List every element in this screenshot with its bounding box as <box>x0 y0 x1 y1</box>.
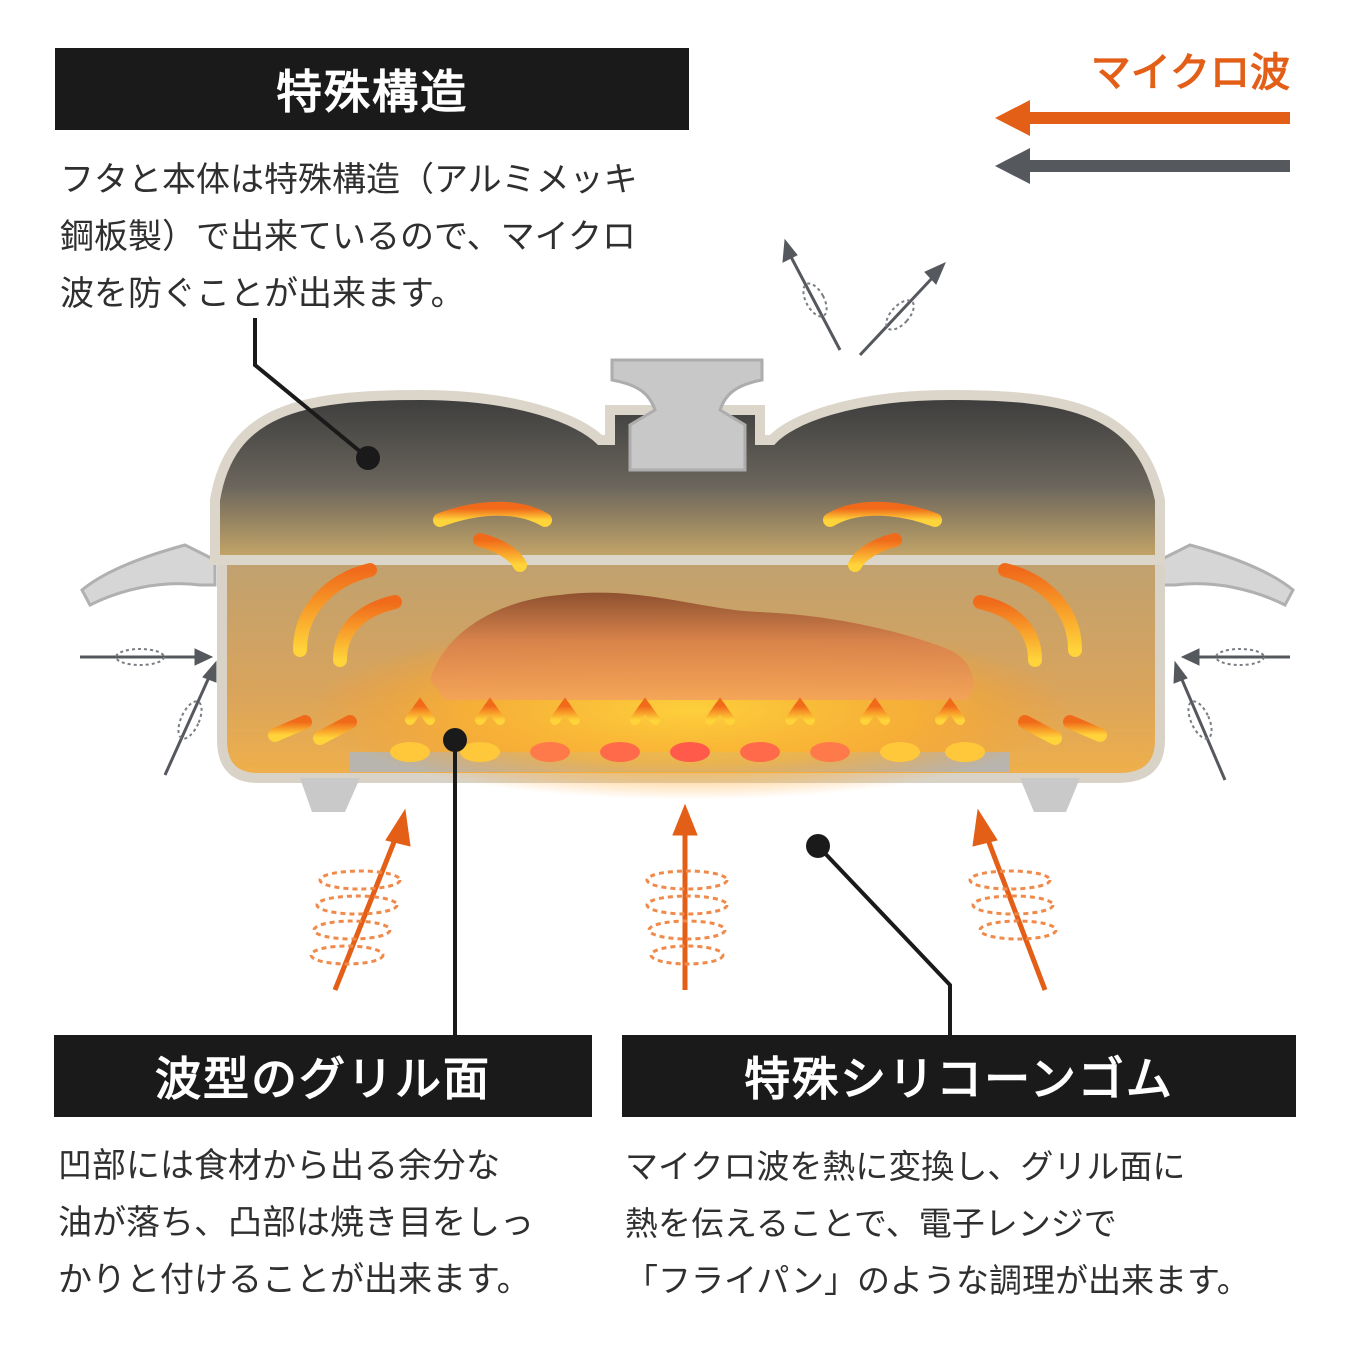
silicone-line-3: 「フライパン」のような調理が出来ます。 <box>625 1261 1250 1300</box>
grilled-fish <box>430 592 974 700</box>
left-handle <box>80 543 217 607</box>
legend-microwave-arrow <box>995 100 1290 136</box>
silicone-description: マイクロ波を熱に変換し、グリル面に 熱を伝えることで、電子レンジで 「フライパン… <box>625 1138 1250 1309</box>
callout-lid <box>253 318 380 470</box>
right-foot <box>1020 778 1080 812</box>
wave-grill-description: 凹部には食材から出る余分な 油が落ち、凸部は焼き目をしっ かりと付けることが出来… <box>58 1138 534 1309</box>
silicone-line-1: マイクロ波を熱に変換し、グリル面に <box>625 1147 1186 1186</box>
special-structure-line-3: 波を防ぐことが出来ます。 <box>60 274 465 314</box>
left-foot <box>300 778 360 812</box>
heat-arrows-upward <box>405 697 965 747</box>
wave-grill-line-3: かりと付けることが出来ます。 <box>58 1260 531 1300</box>
wave-grill-line-2: 油が落ち、凸部は焼き目をしっ <box>58 1203 534 1243</box>
legend-blocked-arrow <box>995 148 1290 184</box>
callout-silicone <box>806 834 952 1035</box>
wave-grill-title: 波型のグリル面 <box>54 1035 592 1117</box>
right-handle <box>1158 543 1295 607</box>
special-structure-title: 特殊構造 <box>55 48 689 130</box>
lid-knob <box>610 358 764 472</box>
microwave-wave-coils <box>309 869 1058 966</box>
legend-microwave-label: マイクロ波 <box>1090 50 1290 96</box>
silicone-title: 特殊シリコーンゴム <box>622 1035 1296 1117</box>
special-structure-line-1: フタと本体は特殊構造（アルミメッキ <box>60 160 638 200</box>
blocked-wave-arrows <box>80 238 1290 781</box>
blocked-wave-coils <box>115 282 1265 740</box>
microwave-arrows <box>332 803 1048 991</box>
wave-grill-line-1: 凹部には食材から出る余分な <box>58 1146 500 1186</box>
special-structure-line-2: 鋼板製）で出来ているので、マイクロ <box>60 217 636 257</box>
wave-grill-surface <box>390 742 985 762</box>
special-structure-description: フタと本体は特殊構造（アルミメッキ 鋼板製）で出来ているので、マイクロ 波を防ぐ… <box>60 152 638 323</box>
heat-arrows-convection <box>268 501 1107 745</box>
silicone-line-2: 熱を伝えることで、電子レンジで <box>625 1204 1117 1243</box>
callout-grill <box>443 728 467 1035</box>
